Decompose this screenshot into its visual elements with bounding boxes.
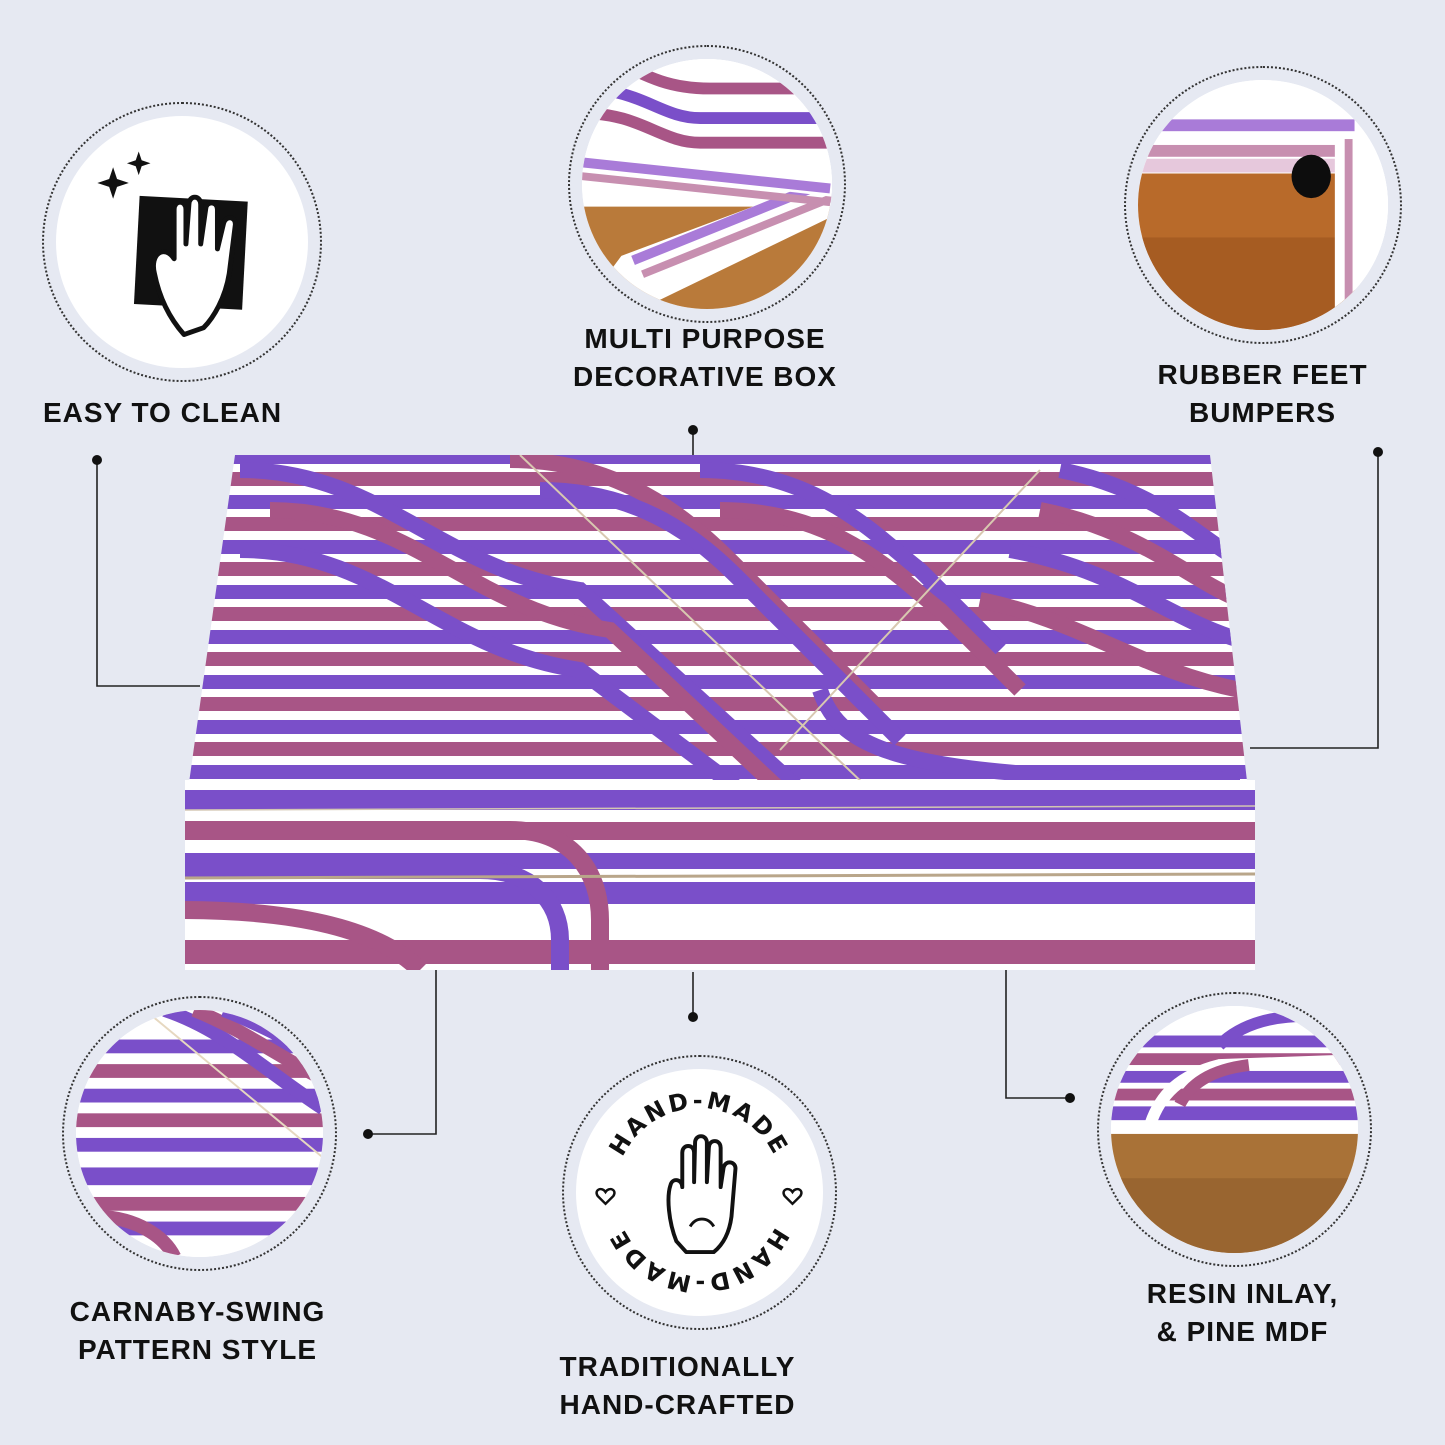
easy-clean-text: EASY TO CLEAN — [42, 397, 283, 428]
easy-clean-circle — [42, 102, 322, 382]
rubber-feet-circle — [1124, 66, 1402, 344]
handcrafted-text-1: TRADITIONALLY — [559, 1351, 796, 1382]
rubber-feet-text-1: RUBBER FEET — [1157, 359, 1368, 390]
rubber-feet-label: RUBBER FEET BUMPERS — [1100, 356, 1425, 432]
rubber-feet-text-2: BUMPERS — [1188, 397, 1336, 428]
hand-icon — [666, 1134, 738, 1255]
resin-text-2: & PINE MDF — [1156, 1316, 1329, 1347]
resin-text-1: RESIN INLAY, — [1146, 1278, 1339, 1309]
rubber-foot-icon — [1138, 80, 1388, 330]
heart-icon-right — [782, 1187, 803, 1206]
carnaby-text-2: PATTERN STYLE — [77, 1334, 318, 1365]
resin-mdf-photo — [1111, 1006, 1358, 1253]
multi-purpose-text-2: DECORATIVE BOX — [573, 361, 837, 392]
multi-purpose-circle — [568, 45, 846, 323]
pattern-closeup-photo — [76, 1010, 323, 1257]
resin-label: RESIN INLAY, & PINE MDF — [1080, 1275, 1405, 1351]
carnaby-label: CARNABY-SWING PATTERN STYLE — [35, 1293, 360, 1369]
carnaby-text-1: CARNABY-SWING — [69, 1296, 326, 1327]
carnaby-circle — [62, 996, 337, 1271]
decorative-box-image — [185, 455, 1255, 970]
multi-purpose-text-1: MULTI PURPOSE — [584, 323, 826, 354]
resin-circle — [1097, 992, 1372, 1267]
cleaning-cloth-icon — [97, 151, 248, 337]
easy-clean-label: EASY TO CLEAN — [0, 394, 325, 432]
handmade-badge: HAND-MADE HAND-MADE — [595, 1086, 803, 1298]
handmade-circle: HAND-MADE HAND-MADE — [562, 1055, 837, 1330]
handcrafted-label: TRADITIONALLY HAND-CRAFTED — [515, 1348, 840, 1424]
multi-purpose-label: MULTI PURPOSE DECORATIVE BOX — [530, 320, 880, 396]
heart-icon — [595, 1187, 616, 1206]
box-open-photo — [582, 59, 832, 309]
handcrafted-text-2: HAND-CRAFTED — [559, 1389, 796, 1420]
